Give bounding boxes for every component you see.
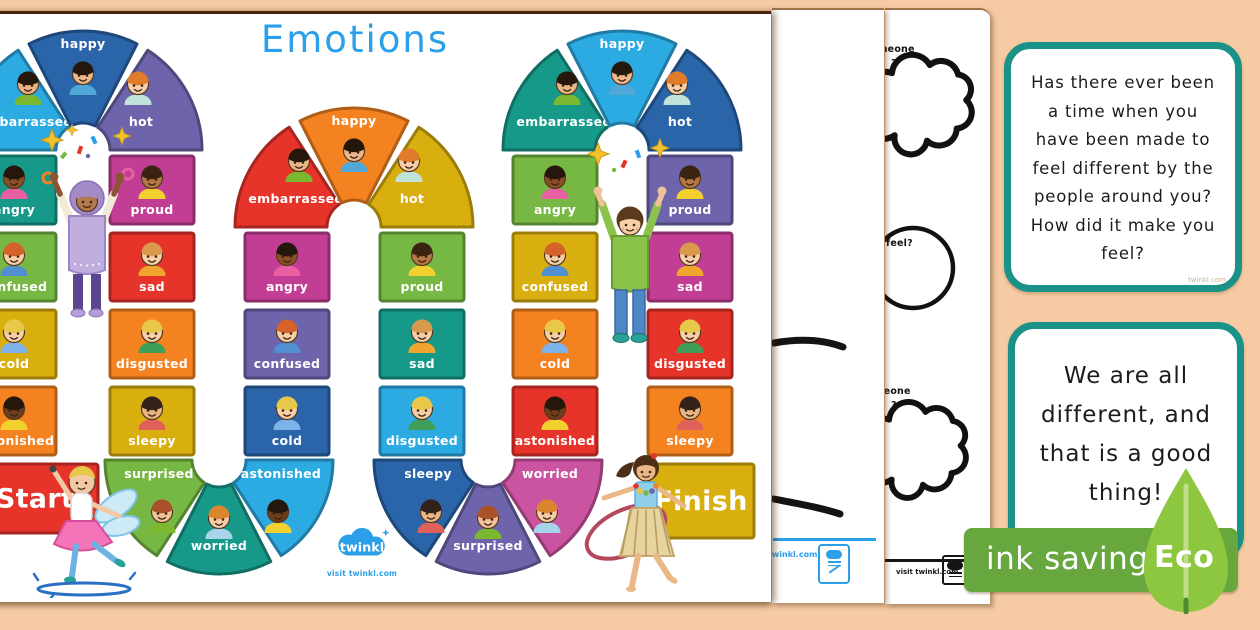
cloud-text-fragment: feel? <box>886 238 913 249</box>
cloud-text-fragment: ? <box>891 58 897 69</box>
page-worksheet: visit twinkl.com <box>772 8 884 603</box>
visit-twinkl-text: visit twinkl.com <box>772 550 818 559</box>
eco-badge: Eco <box>1154 540 1215 575</box>
cloud-text-fragment: someone <box>885 386 911 397</box>
cloud-text-fragment: someone <box>885 44 915 55</box>
twinkl-cloud-icon <box>947 561 963 570</box>
twinkl-logo-badge <box>818 544 850 584</box>
cloud-text-fragment: ? <box>891 400 897 411</box>
page-thought-bubbles: someone ? feel? someone ? visit twinkl.c… <box>885 8 990 604</box>
page-board-game <box>0 11 771 602</box>
worksheet-strokes <box>772 336 847 518</box>
discussion-card-1: Has there ever been a time when you have… <box>1004 42 1242 292</box>
discussion-card-2-text: We are all different, and that is a good… <box>1039 363 1213 506</box>
visit-twinkl-text: visit twinkl.com <box>896 568 959 576</box>
discussion-card-1-text: Has there ever been a time when you have… <box>1030 73 1216 263</box>
footer-divider-line <box>773 538 876 541</box>
ink-saving-label: ink saving <box>986 541 1149 577</box>
thought-bubble-outlines <box>885 51 975 501</box>
twinkl-watermark: twinkl.com <box>1187 276 1226 284</box>
footer-divider-line <box>885 559 990 562</box>
twinkl-cloud-icon <box>826 550 842 559</box>
eco-leaf-icon <box>1144 468 1228 614</box>
